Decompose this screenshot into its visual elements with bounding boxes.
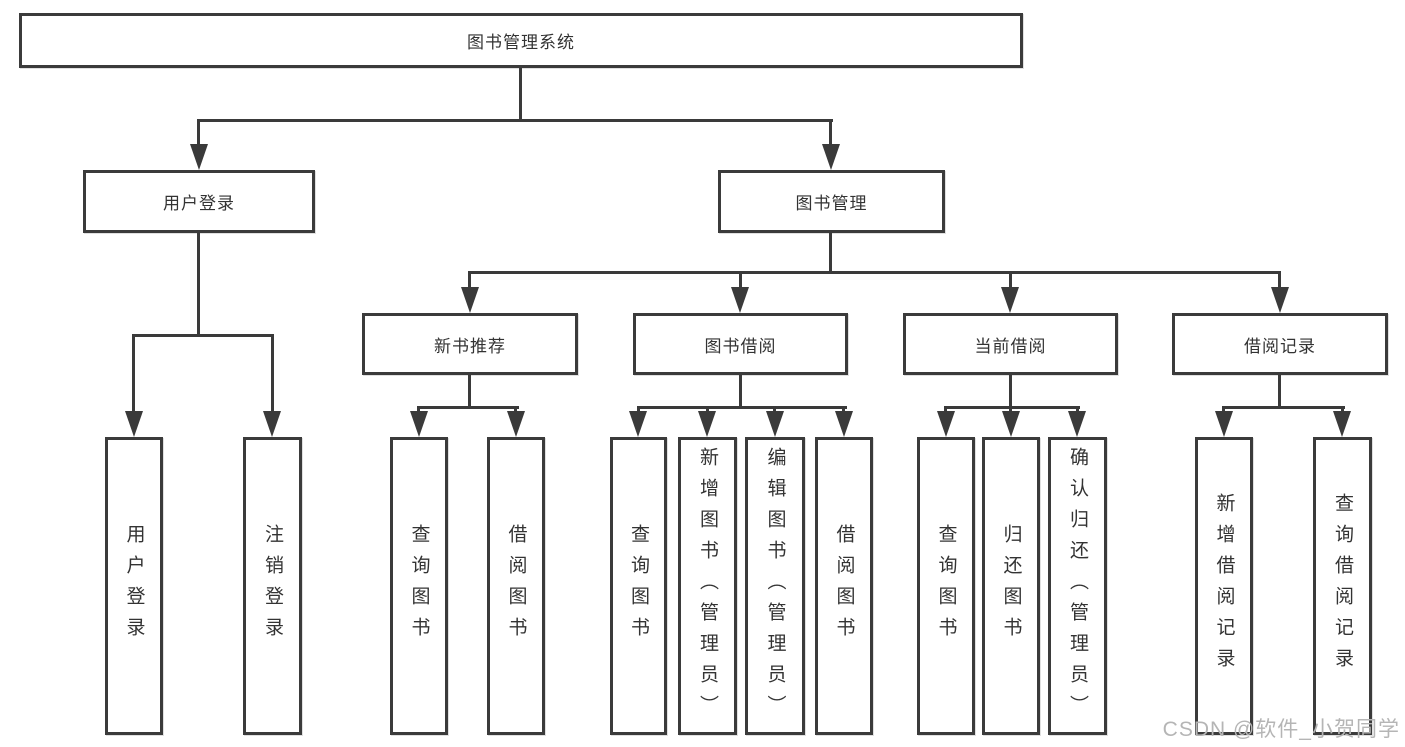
leaf-add-borrow-record: 新增借阅记录	[1195, 437, 1253, 735]
leaf-user-login: 用户登录	[105, 437, 163, 735]
connector-stub	[1278, 375, 1281, 409]
connector-l1-hline	[197, 119, 833, 122]
node-new-book-recommend: 新书推荐	[362, 313, 578, 375]
node-root: 图书管理系统	[19, 13, 1023, 68]
arrow-down-icon	[937, 411, 955, 437]
connector-l3-hline	[468, 271, 1281, 274]
connector-hline	[944, 406, 1080, 409]
connector-stub	[829, 233, 832, 274]
connector-hline	[417, 406, 519, 409]
connector-hline	[637, 406, 847, 409]
arrow-down-icon	[698, 411, 716, 437]
leaf-borrow-books-recommend: 借阅图书	[487, 437, 545, 735]
node-borrow-records-label: 借阅记录	[1244, 336, 1316, 356]
connector-stub	[1009, 271, 1012, 289]
connector-stub	[739, 271, 742, 289]
connector-stub	[829, 119, 832, 147]
arrow-down-icon	[1333, 411, 1351, 437]
arrow-down-icon	[461, 287, 479, 313]
connector-stub	[1009, 406, 1012, 414]
leaf-return-books: 归还图书	[982, 437, 1040, 735]
node-root-label: 图书管理系统	[467, 33, 575, 52]
connector-hline	[1222, 406, 1345, 409]
arrow-down-icon	[629, 411, 647, 437]
node-borrow-records: 借阅记录	[1172, 313, 1388, 375]
node-book-borrow: 图书借阅	[633, 313, 848, 375]
node-book-management-label: 图书管理	[795, 194, 868, 213]
leaf-query-books-current: 查询图书	[917, 437, 975, 735]
node-book-management: 图书管理	[718, 170, 945, 233]
connector-stub	[1341, 406, 1344, 414]
leaf-query-books-recommend: 查询图书	[390, 437, 448, 735]
arrow-down-icon	[766, 411, 784, 437]
arrow-down-icon	[125, 411, 143, 437]
arrow-down-icon	[1215, 411, 1233, 437]
node-book-borrow-label: 图书借阅	[704, 336, 777, 356]
arrow-down-icon	[1068, 411, 1086, 437]
node-new-book-recommend-label: 新书推荐	[434, 336, 506, 356]
connector-stub	[773, 406, 776, 414]
node-user-login: 用户登录	[83, 170, 315, 233]
arrow-down-icon	[507, 411, 525, 437]
arrow-down-icon	[410, 411, 428, 437]
arrow-down-icon	[731, 287, 749, 313]
leaf-logout: 注销登录	[243, 437, 302, 735]
connector-stub	[739, 375, 742, 409]
connector-stub	[1278, 271, 1281, 289]
connector-stub	[468, 271, 471, 289]
connector-stub	[1076, 406, 1079, 414]
connector-stub	[1009, 375, 1012, 409]
leaf-borrow-books: 借阅图书	[815, 437, 873, 735]
leaf-confirm-return-admin: 确认归还（管理员）	[1048, 437, 1107, 735]
node-current-borrow: 当前借阅	[903, 313, 1118, 375]
arrow-down-icon	[263, 411, 281, 437]
node-user-login-label: 用户登录	[163, 194, 235, 213]
node-current-borrow-label: 当前借阅	[974, 336, 1047, 356]
connector-stub	[132, 334, 135, 413]
arrow-down-icon	[822, 144, 840, 170]
connector-stub	[1222, 406, 1225, 414]
connector-stub	[637, 406, 640, 414]
connector-stub	[706, 406, 709, 414]
arrow-down-icon	[835, 411, 853, 437]
leaf-query-books-borrow: 查询图书	[610, 437, 667, 735]
connector-stub	[468, 375, 471, 409]
connector-stub	[417, 406, 420, 414]
connector-root-stub	[519, 68, 522, 122]
leaf-add-book-admin: 新增图书（管理员）	[678, 437, 737, 735]
connector-stub	[514, 406, 517, 414]
connector-hline	[132, 334, 274, 337]
connector-stub	[197, 233, 200, 336]
csdn-watermark: CSDN @软件_小贺同学	[1162, 718, 1400, 741]
arrow-down-icon	[1271, 287, 1289, 313]
arrow-down-icon	[1002, 411, 1020, 437]
connector-stub	[944, 406, 947, 414]
arrow-down-icon	[190, 144, 208, 170]
leaf-edit-book-admin: 编辑图书（管理员）	[745, 437, 805, 735]
leaf-query-borrow-record: 查询借阅记录	[1313, 437, 1372, 735]
connector-stub	[271, 334, 274, 413]
connector-stub	[842, 406, 845, 414]
connector-stub	[197, 119, 200, 147]
arrow-down-icon	[1001, 287, 1019, 313]
